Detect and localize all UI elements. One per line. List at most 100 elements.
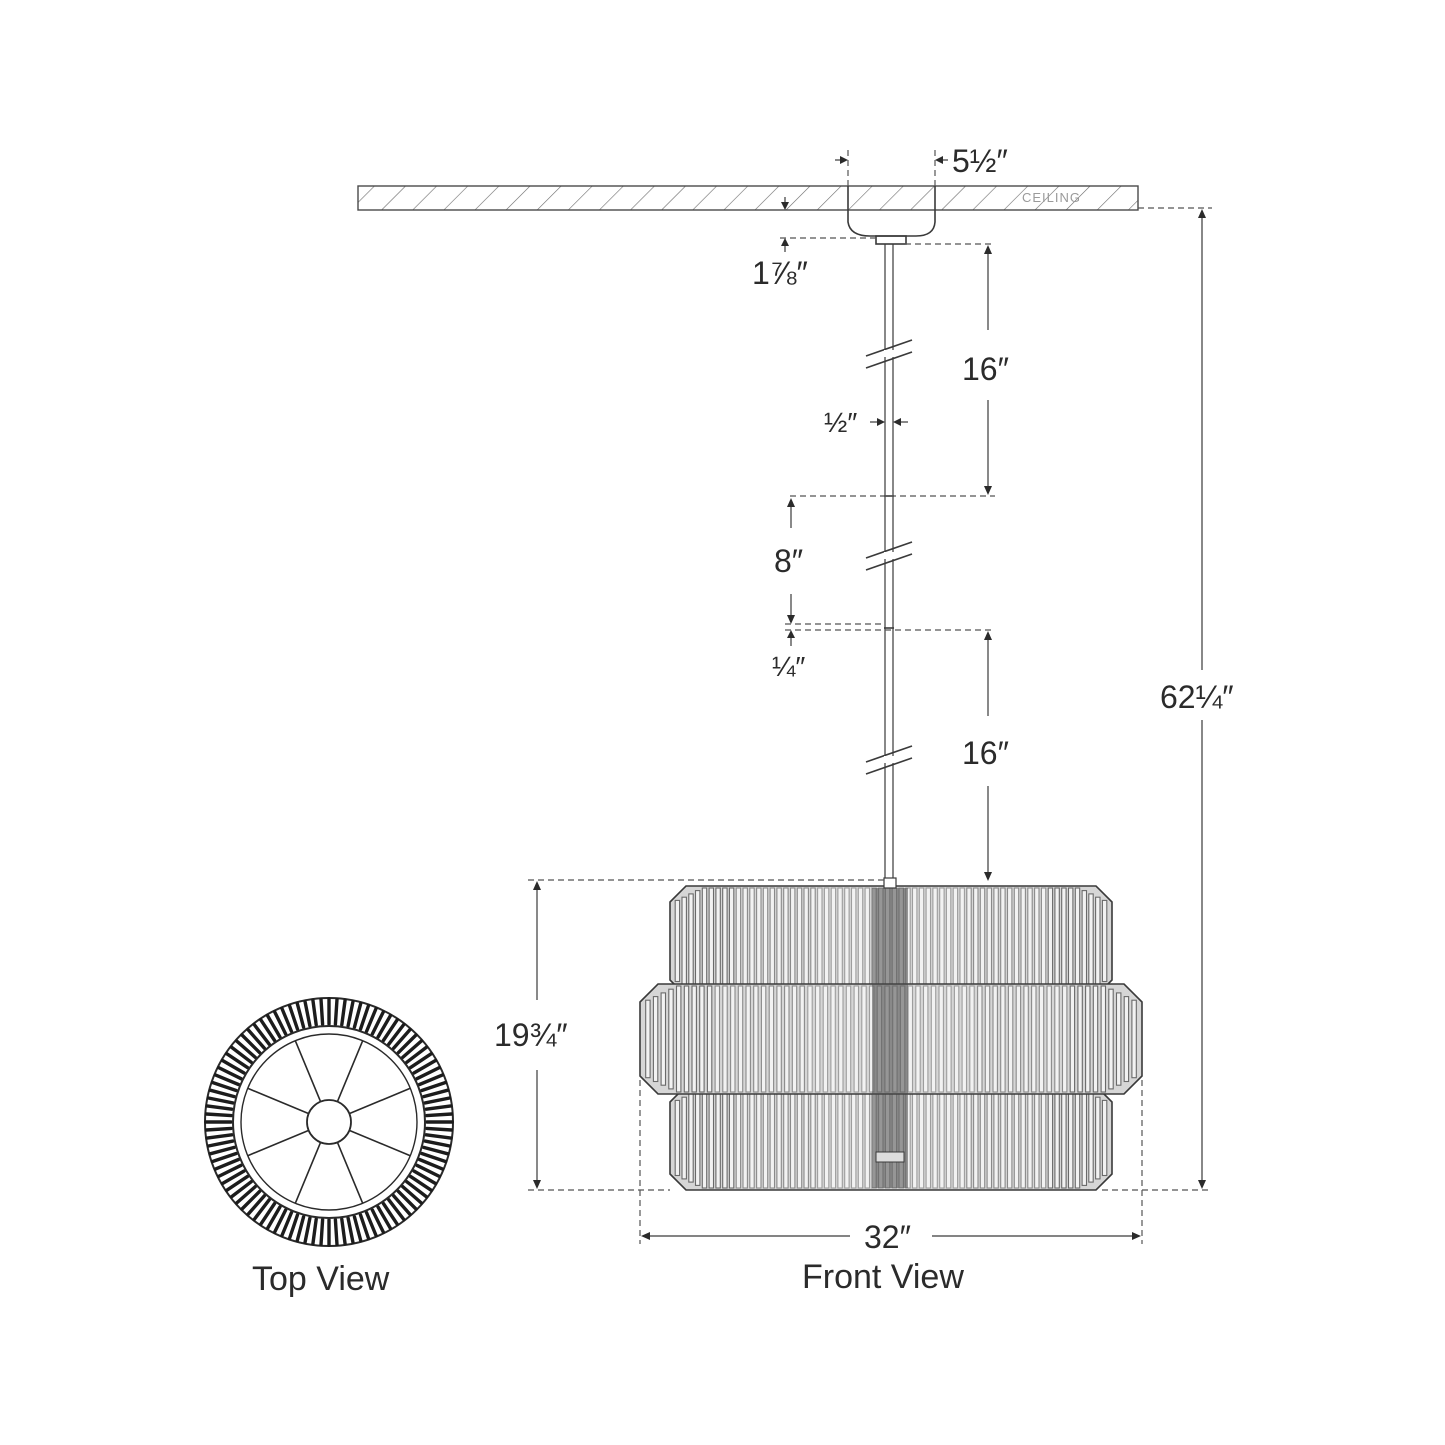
- shade-fin: [1077, 985, 1083, 1093]
- shade-width-label: 32″: [864, 1219, 911, 1255]
- top-view-fin: [412, 1058, 438, 1075]
- top-view-fin: [246, 1027, 267, 1051]
- shade-fin: [715, 1087, 721, 1189]
- top-view-drawing: [204, 997, 454, 1247]
- top-view-fin: [376, 1013, 393, 1039]
- shade-fin: [1061, 1087, 1067, 1189]
- shade-fin: [737, 985, 744, 1093]
- shade-fin: [861, 985, 867, 1093]
- top-view-fin: [391, 1027, 412, 1051]
- stem-segment-2-dimension: 8″: [774, 498, 884, 625]
- top-view-fin: [234, 1184, 258, 1205]
- shade-fin: [823, 1087, 830, 1189]
- top-view-fin: [252, 1022, 271, 1047]
- shade-fin: [810, 887, 816, 995]
- top-view-spoke: [348, 1129, 411, 1157]
- top-view-spoke: [247, 1129, 310, 1157]
- shade-fin: [715, 887, 721, 995]
- top-view-fin: [425, 1112, 454, 1118]
- top-view-fin: [234, 1039, 258, 1060]
- shade-fin: [1081, 890, 1088, 992]
- top-view-fin: [405, 1179, 429, 1199]
- front-view-caption: Front View: [802, 1258, 964, 1296]
- top-view-fin: [391, 1193, 412, 1217]
- shade-fin: [1046, 985, 1052, 1093]
- shade-fin: [769, 1087, 776, 1189]
- shade-fin: [681, 1096, 687, 1180]
- shade-fin: [803, 1087, 809, 1189]
- shade-fin: [1085, 985, 1091, 1093]
- top-view-fin: [206, 1096, 235, 1105]
- shade-fin: [1006, 887, 1013, 995]
- ceiling: CEILING: [357, 185, 1139, 211]
- overall-height-label: 62¼″: [1160, 679, 1234, 715]
- shade-fin: [911, 1087, 918, 1189]
- shade-fin: [1054, 887, 1060, 995]
- shade-fin: [728, 1087, 735, 1189]
- top-view-spoke: [294, 1141, 322, 1204]
- shade-fin: [668, 988, 674, 1090]
- shade-fin: [749, 887, 755, 995]
- top-view-fin: [423, 1139, 452, 1148]
- top-view-fin: [396, 1189, 418, 1211]
- shade-fin: [799, 985, 805, 1093]
- stem-segment-3-dimension: 16″: [962, 631, 1009, 881]
- shade-fin: [756, 1087, 762, 1189]
- top-view-fin: [205, 1133, 234, 1140]
- top-view-fin: [412, 1169, 438, 1186]
- top-view-fin: [423, 1096, 452, 1105]
- top-view-fin: [364, 1210, 378, 1238]
- shade-fin: [973, 1087, 979, 1189]
- top-view-fin: [220, 1058, 246, 1075]
- shade-fin: [1092, 985, 1099, 1093]
- shade-fin: [1108, 988, 1114, 1090]
- shade-fin: [810, 1087, 816, 1189]
- shade-fin: [756, 887, 762, 995]
- shade-fin: [850, 887, 857, 995]
- stem: [865, 244, 913, 880]
- shade-fin: [1115, 992, 1122, 1086]
- shade-fin: [830, 1087, 837, 1189]
- top-view-fin: [208, 1145, 237, 1156]
- shade-fin: [844, 1087, 850, 1189]
- shade-fin: [807, 985, 813, 1093]
- shade-fin: [930, 985, 937, 1093]
- shade-fin: [918, 1087, 925, 1189]
- canopy-width-label: 5½″: [952, 143, 1008, 179]
- shade-fin: [1006, 1087, 1013, 1189]
- shade-fin: [953, 985, 960, 1093]
- shade-fin: [694, 890, 701, 992]
- top-view-fin: [224, 1174, 250, 1193]
- shade-fin: [939, 1087, 945, 1189]
- shade-fin: [753, 985, 759, 1093]
- shade-fin: [1101, 1099, 1108, 1177]
- canopy-width-dimension: 5½″: [835, 143, 1008, 186]
- shade-fin: [925, 1087, 932, 1189]
- top-view-fin: [381, 1018, 399, 1043]
- shade-fin: [1000, 985, 1006, 1093]
- top-view-fin: [333, 997, 339, 1026]
- top-view-fin: [208, 1088, 237, 1099]
- shade-fin: [1027, 1087, 1033, 1189]
- top-view-fin: [303, 999, 312, 1028]
- shade-fin: [1100, 985, 1107, 1093]
- shade-fin: [984, 985, 991, 1093]
- shade-fin: [1074, 1087, 1081, 1189]
- shade-fin: [694, 1090, 701, 1186]
- shade-fin: [796, 1087, 803, 1189]
- shade-fin: [783, 887, 789, 995]
- top-view-fin: [210, 1151, 238, 1164]
- top-view-fin: [387, 1197, 406, 1222]
- shade-fin: [789, 1087, 796, 1189]
- shade-fin: [966, 1087, 972, 1189]
- top-view-fin: [420, 1080, 448, 1093]
- shade-fin: [830, 887, 837, 995]
- shade-fin: [973, 887, 979, 995]
- shade-fin: [776, 985, 782, 1093]
- shade-center-column: [872, 877, 908, 1188]
- shade-fin: [688, 1093, 694, 1183]
- shade-fin: [850, 1087, 857, 1189]
- shade-fin: [979, 1087, 986, 1189]
- shade-fin: [768, 985, 775, 1093]
